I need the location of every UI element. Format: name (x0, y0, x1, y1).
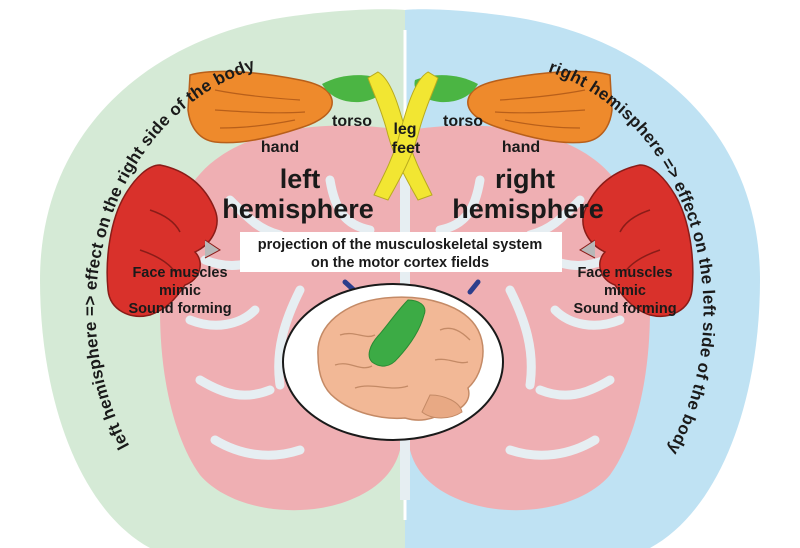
torso-right-label: torso (443, 113, 483, 130)
face-left-label-line1: Face muscles (132, 265, 227, 281)
face-right-label-line2: mimic (604, 283, 646, 299)
projection-banner (240, 232, 562, 272)
right-hand-illustration (467, 70, 613, 144)
face-left-label-line3: Sound forming (128, 301, 231, 317)
right-hemisphere-label-line1: right (495, 164, 555, 194)
right-hemisphere-label-line2: hemisphere (452, 194, 604, 224)
brain-side-view (317, 296, 484, 421)
left-hand-illustration (187, 70, 333, 144)
hand-right-label: hand (502, 139, 540, 156)
leg-label: leg (393, 121, 416, 138)
left-face-illustration (106, 164, 221, 317)
projection-caption-line1: projection of the musculoskeletal system (258, 237, 542, 253)
face-right-label-line3: Sound forming (573, 301, 676, 317)
feet-label: feet (392, 140, 421, 157)
face-right-label-line1: Face muscles (577, 265, 672, 281)
face-left-label-line2: mimic (159, 283, 201, 299)
left-hemisphere-label-line2: hemisphere (222, 194, 374, 224)
hand-left-label: hand (261, 139, 299, 156)
projection-caption-line2: on the motor cortex fields (311, 255, 489, 271)
right-face-illustration (579, 164, 694, 317)
right-marker (467, 279, 481, 295)
motor-strip (368, 299, 426, 367)
left-hemisphere-label-line1: left (280, 164, 321, 194)
torso-left-label: torso (332, 113, 372, 130)
leg-illustration-2 (373, 71, 439, 201)
